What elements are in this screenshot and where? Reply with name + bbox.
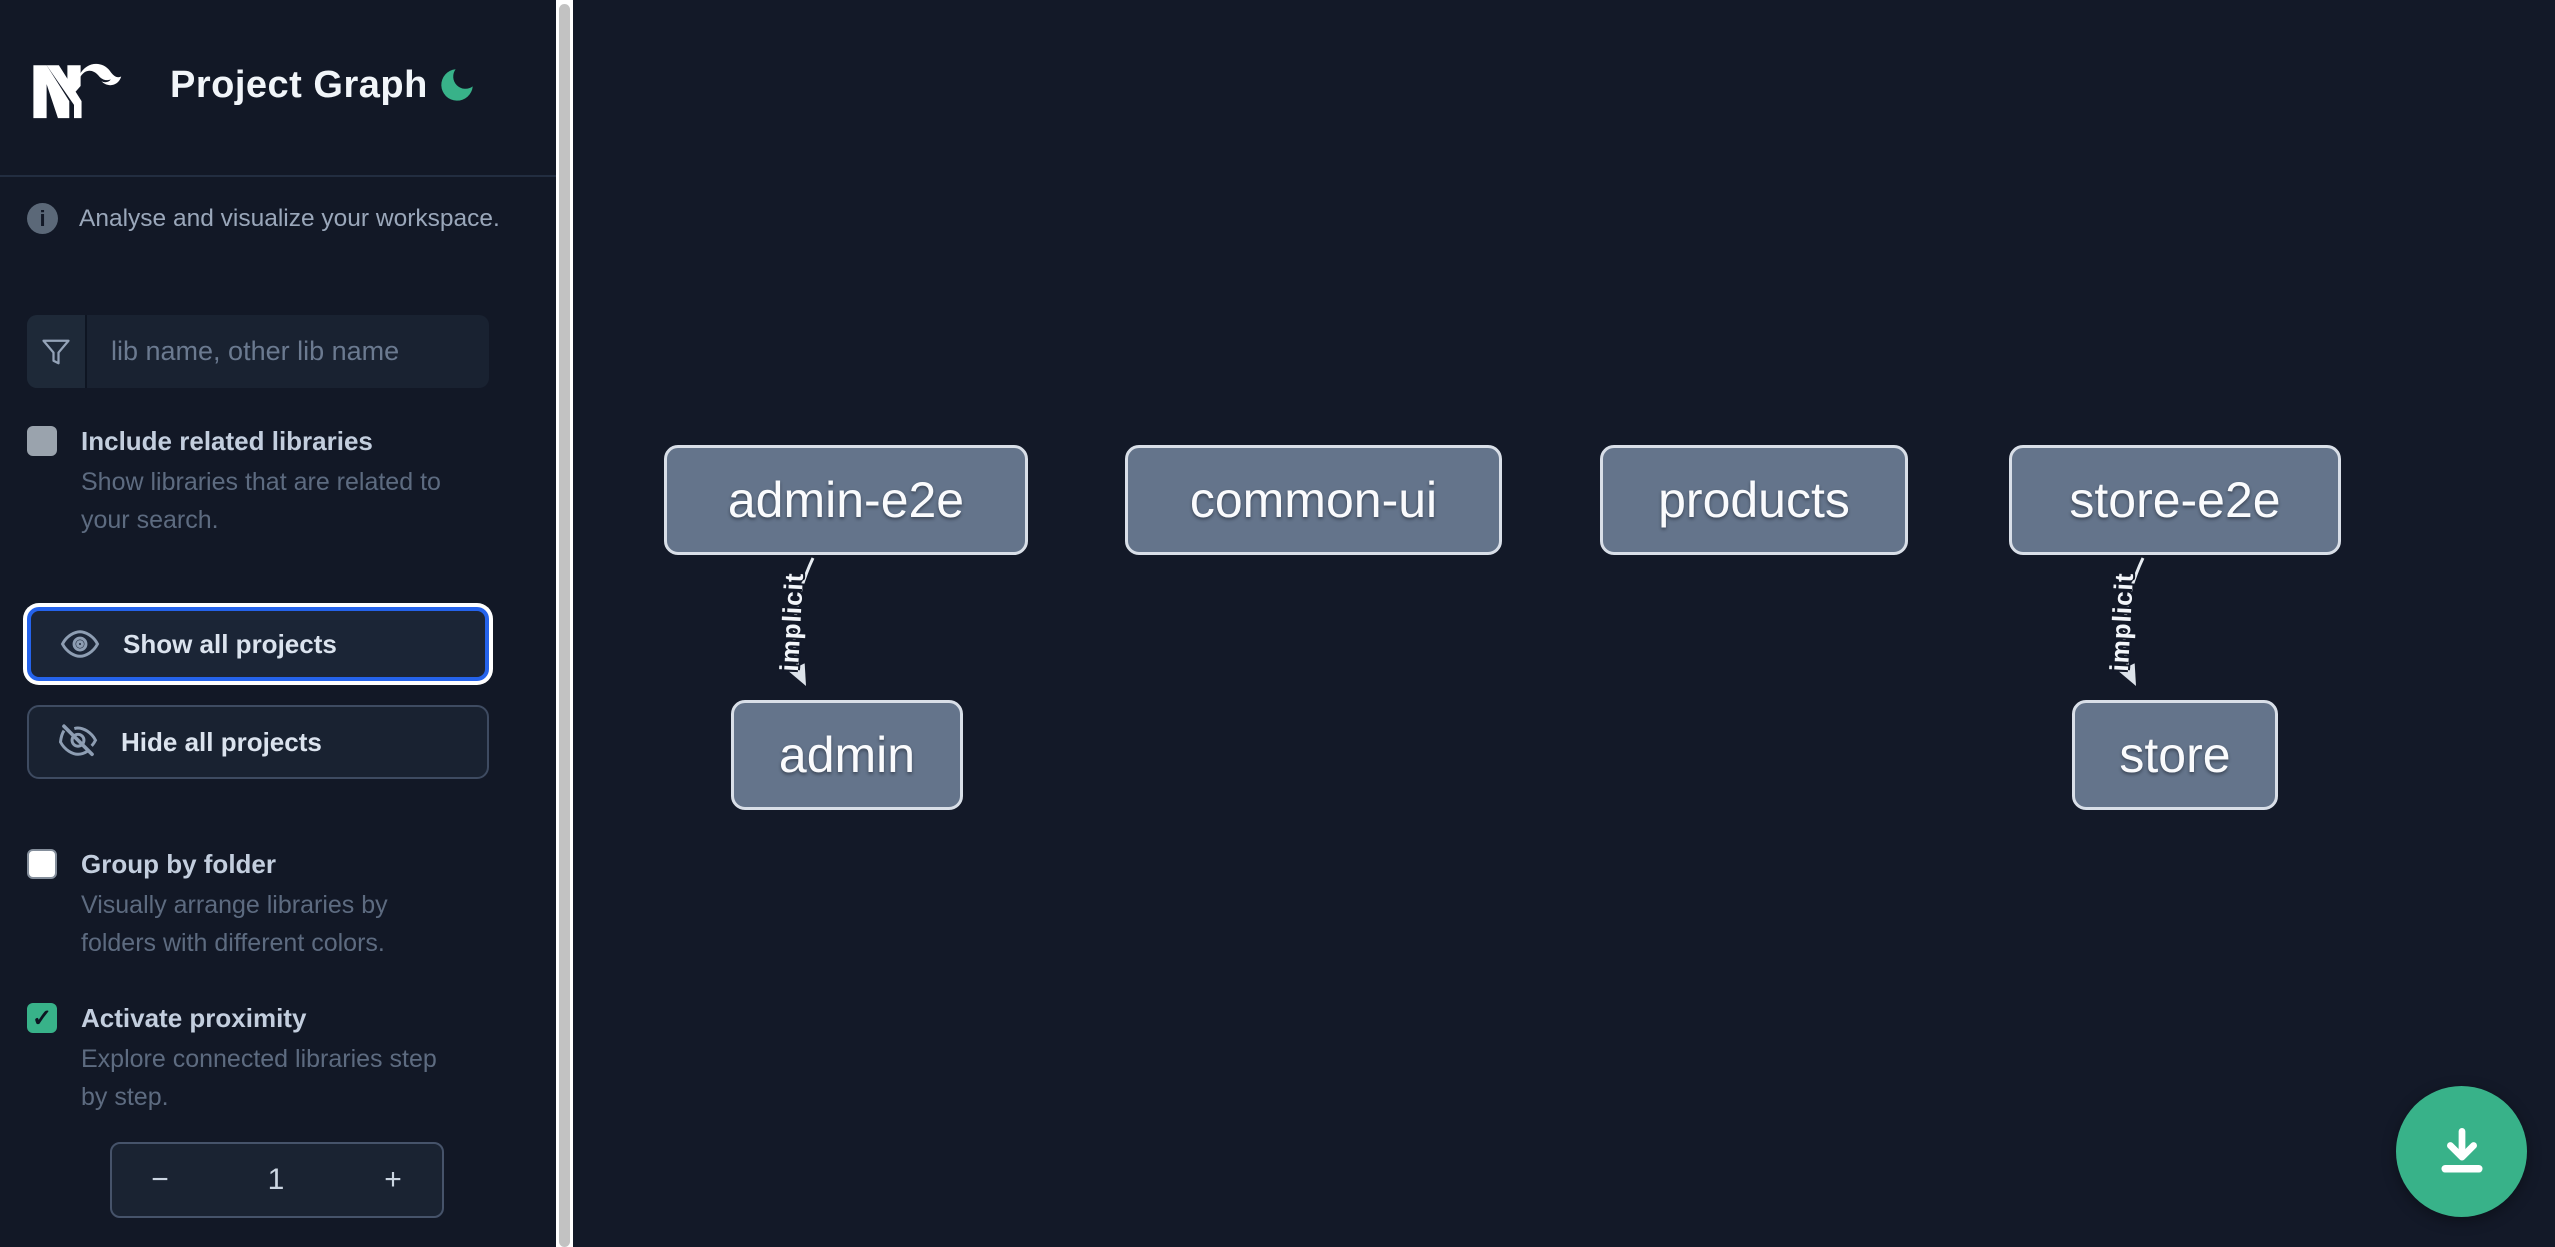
activate-proximity-label[interactable]: Activate proximity (81, 1003, 307, 1033)
edges-layer (788, 557, 2145, 687)
show-all-projects-label: Show all projects (123, 628, 337, 659)
group-by-folder-description: Visually arrange libraries by folders wi… (81, 891, 388, 957)
edge-admin-e2e-to-admin[interactable] (788, 557, 815, 687)
graph-node-common-ui[interactable]: common-ui (1125, 445, 1502, 555)
hide-all-projects-button[interactable]: Hide all projects (27, 705, 489, 779)
include-related-checkbox[interactable] (27, 426, 57, 456)
sidebar: Project Graph i Analyse and visualize yo… (0, 0, 556, 1247)
nx-logo (33, 63, 122, 119)
search-input[interactable] (87, 315, 489, 388)
graph-node-admin[interactable]: admin (731, 700, 963, 810)
workspace-tagline-row: i Analyse and visualize your workspace. (27, 203, 527, 234)
edge-store-e2e-to-store[interactable] (2118, 557, 2145, 687)
eye-icon (60, 630, 100, 658)
graph-node-admin-e2e[interactable]: admin-e2e (664, 445, 1028, 555)
include-related-label[interactable]: Include related libraries (81, 426, 373, 456)
group-by-folder-label[interactable]: Group by folder (81, 849, 276, 879)
show-all-projects-button[interactable]: Show all projects (27, 607, 489, 681)
activate-proximity-row: Activate proximity Explore connected lib… (27, 1002, 532, 1116)
theme-toggle-button[interactable] (436, 64, 478, 106)
sidebar-scrollbar-track[interactable] (556, 0, 573, 1247)
filter-icon-cell (27, 315, 87, 388)
decrement-button[interactable]: − (112, 1144, 208, 1216)
graph-node-store-e2e[interactable]: store-e2e (2009, 445, 2341, 555)
proximity-depth-stepper: − 1 + (110, 1142, 444, 1218)
proximity-depth-value: 1 (267, 1163, 285, 1196)
funnel-icon (42, 339, 70, 364)
activate-proximity-description: Explore connected libraries step by step… (81, 1045, 437, 1111)
hide-all-projects-label: Hide all projects (121, 726, 322, 757)
library-filter (27, 315, 489, 388)
group-by-folder-row: Group by folder Visually arrange librari… (27, 848, 532, 962)
graph-node-products[interactable]: products (1600, 445, 1908, 555)
increment-button[interactable]: + (344, 1144, 442, 1216)
eye-off-icon (58, 724, 98, 757)
graph-node-store[interactable]: store (2072, 700, 2278, 810)
activate-proximity-checkbox[interactable] (27, 1003, 57, 1033)
sidebar-header: Project Graph (0, 0, 556, 177)
workspace-tagline: Analyse and visualize your workspace. (79, 204, 500, 232)
moon-icon (441, 69, 473, 101)
sidebar-scrollbar-thumb[interactable] (559, 4, 570, 1247)
project-graph-canvas[interactable]: implicit implicit admin-e2e common-ui pr… (573, 0, 2555, 1247)
download-graph-button[interactable] (2396, 1086, 2527, 1217)
info-icon: i (27, 203, 58, 234)
include-related-row: Include related libraries Show libraries… (27, 425, 532, 539)
download-icon (2440, 1127, 2483, 1173)
page-title: Project Graph (170, 64, 428, 106)
include-related-description: Show libraries that are related to your … (81, 468, 441, 534)
group-by-folder-checkbox[interactable] (27, 849, 57, 879)
